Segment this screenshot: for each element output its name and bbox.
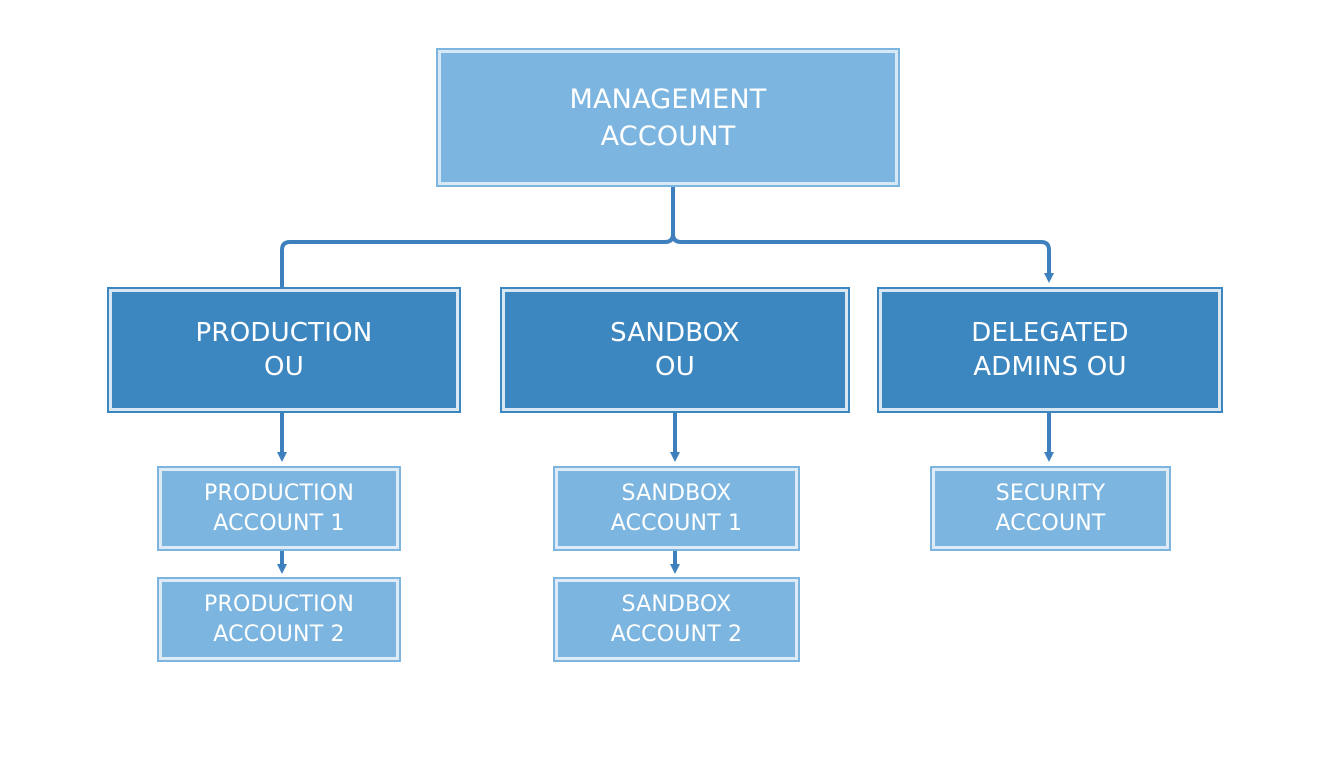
node-label-line: SANDBOX bbox=[621, 480, 732, 506]
connector-root-to-delegated bbox=[671, 233, 1054, 283]
node-label-line: ACCOUNT 2 bbox=[213, 621, 345, 647]
connector-root-trunk bbox=[280, 185, 675, 289]
delegated-admins-ou-node: DELEGATED ADMINS OU bbox=[879, 289, 1221, 411]
production-ou-node: PRODUCTION OU bbox=[109, 289, 459, 411]
production-account-2-node: PRODUCTION ACCOUNT 2 bbox=[159, 579, 399, 660]
security-account-node: SECURITY ACCOUNT bbox=[932, 468, 1169, 549]
sandbox-ou-node: SANDBOX OU bbox=[502, 289, 848, 411]
node-label-line: ACCOUNT bbox=[995, 510, 1106, 536]
node-label-line: SANDBOX bbox=[621, 591, 732, 617]
node-label-line: ACCOUNT 1 bbox=[610, 510, 743, 536]
node-label-line: ACCOUNT 2 bbox=[610, 621, 743, 647]
node-label-line: ACCOUNT 1 bbox=[213, 510, 345, 536]
node-label-line: DELEGATED bbox=[971, 318, 1129, 348]
node-label-line: ACCOUNT bbox=[600, 120, 736, 152]
node-label-line: OU bbox=[264, 352, 304, 382]
sandbox-account-2-node: SANDBOX ACCOUNT 2 bbox=[555, 579, 798, 660]
node-label-line: SECURITY bbox=[995, 480, 1106, 506]
production-account-1-node: PRODUCTION ACCOUNT 1 bbox=[159, 468, 399, 549]
node-label-line: PRODUCTION bbox=[204, 591, 354, 617]
sandbox-account-1-node: SANDBOX ACCOUNT 1 bbox=[555, 468, 798, 549]
management-account-node: MANAGEMENT ACCOUNT bbox=[438, 50, 898, 185]
node-label-line: OU bbox=[655, 352, 695, 382]
node-label-line: PRODUCTION bbox=[204, 480, 354, 506]
node-label-line: PRODUCTION bbox=[195, 318, 373, 348]
node-label-line: SANDBOX bbox=[610, 318, 740, 348]
node-label-line: MANAGEMENT bbox=[569, 83, 767, 115]
node-label-line: ADMINS OU bbox=[973, 352, 1127, 382]
